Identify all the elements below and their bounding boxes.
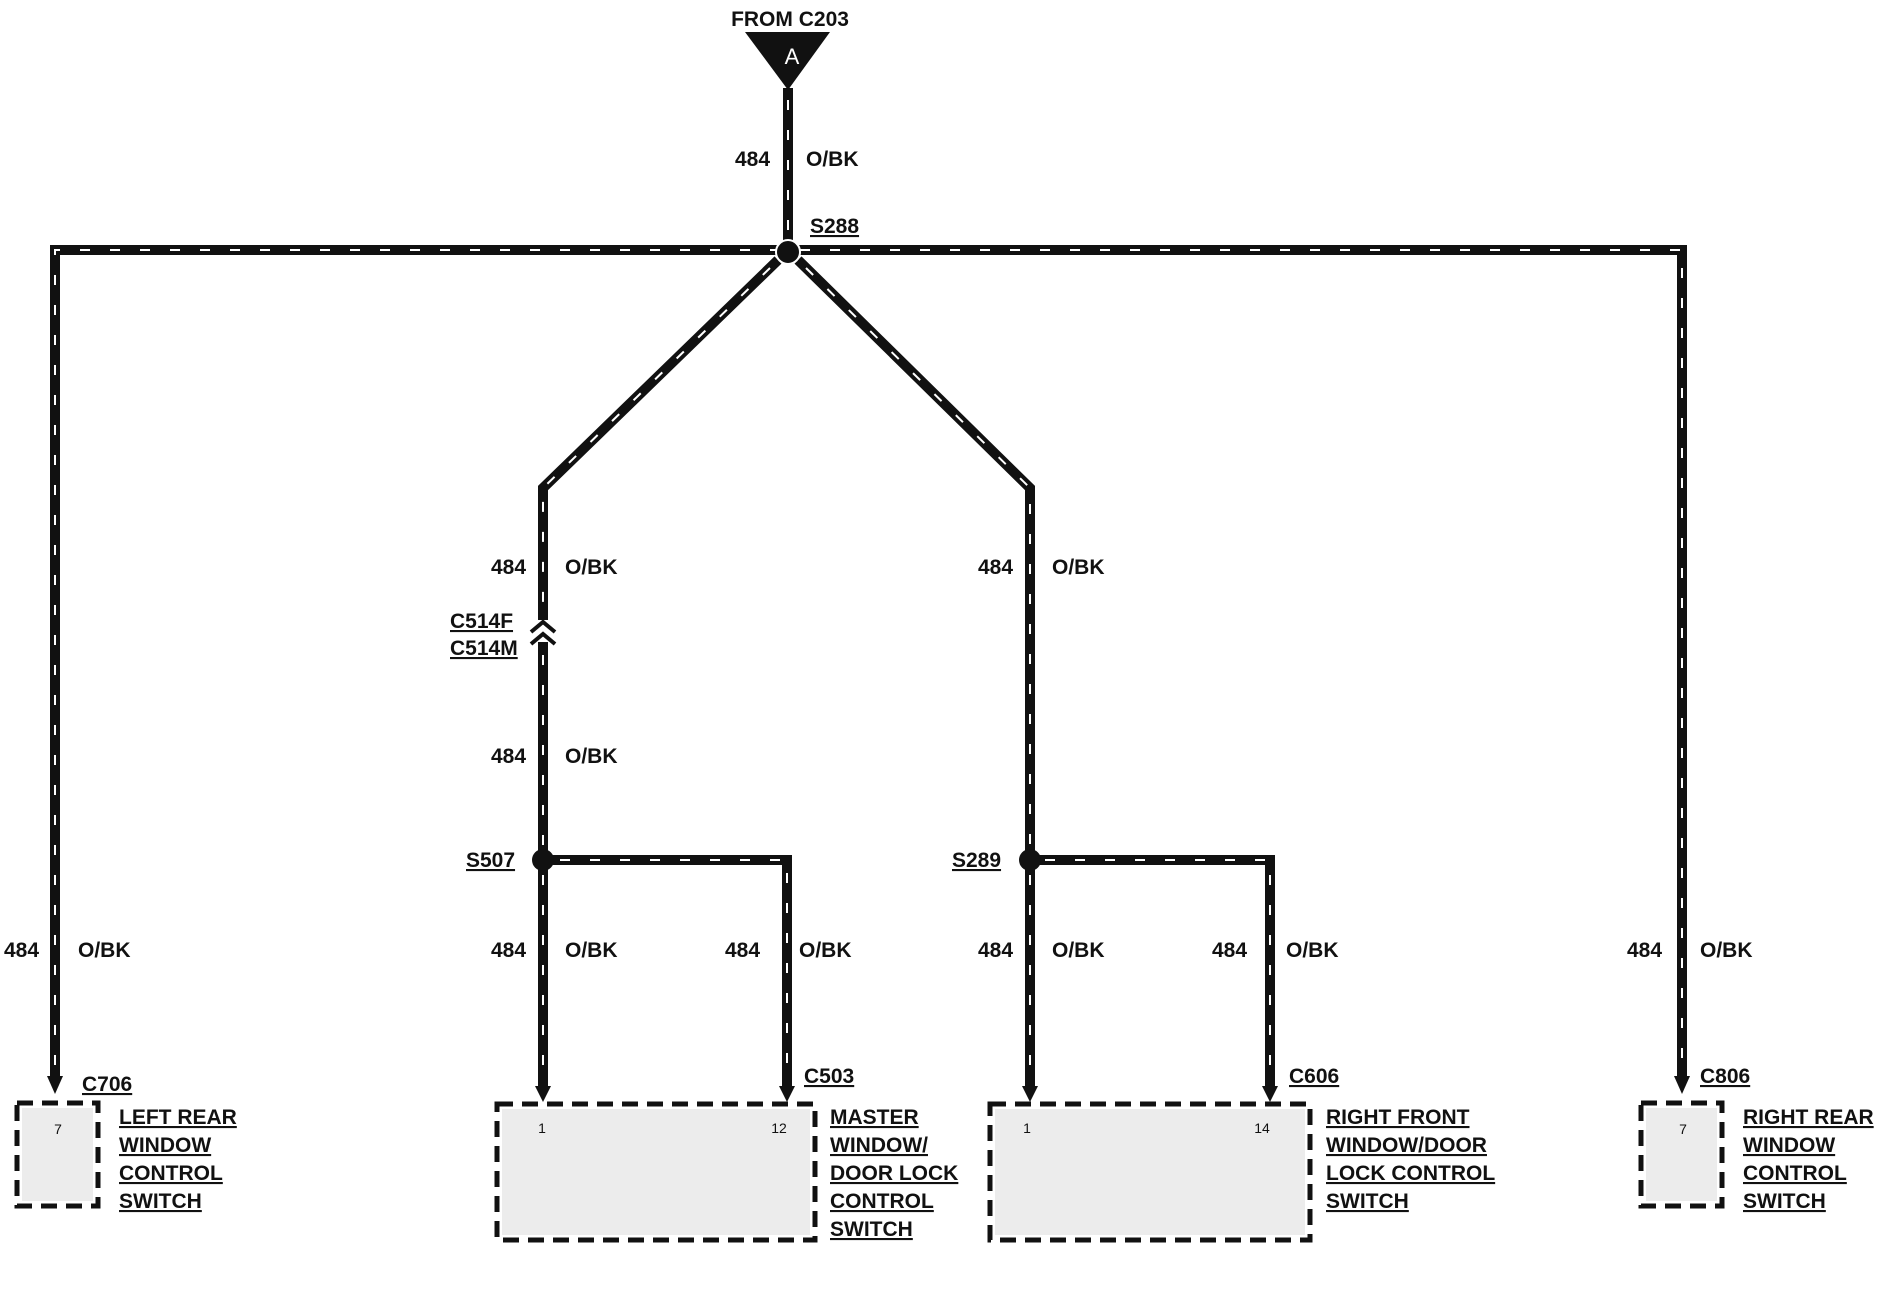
- wire-runs: [50, 88, 1687, 1088]
- splice-s507-label: S507: [466, 849, 515, 872]
- master-switch-label-3: DOOR LOCK: [830, 1162, 958, 1185]
- wire-right-rear: [788, 245, 1687, 1078]
- wire-s289-rf-pin14: [1030, 855, 1275, 1088]
- right-rear-switch-label-3: CONTROL: [1743, 1162, 1847, 1185]
- connector-c503-label: C503: [804, 1065, 854, 1088]
- inline-connector-c514: [529, 619, 557, 646]
- splice-s288-label: S288: [810, 215, 859, 238]
- wire-circuit-label: 484: [978, 556, 1013, 579]
- wire-s507-master-pin12: [543, 855, 792, 1088]
- right-front-switch-label-4: SWITCH: [1326, 1190, 1409, 1213]
- left-rear-switch-label-3: CONTROL: [119, 1162, 223, 1185]
- right-rear-switch-label-2: WINDOW: [1743, 1134, 1835, 1157]
- right-front-switch-label-1: RIGHT FRONT: [1326, 1106, 1470, 1129]
- wire-color-label: O/BK: [806, 148, 859, 171]
- wire-color-label: O/BK: [78, 939, 131, 962]
- wire-circuit-label: 484: [491, 939, 526, 962]
- pin-number: 7: [1679, 1121, 1687, 1137]
- terminal-arrows: [47, 1076, 1690, 1102]
- master-switch-label-1: MASTER: [830, 1106, 919, 1129]
- wire-color-label: O/BK: [799, 939, 852, 962]
- source-marker-letter: A: [785, 44, 800, 69]
- wire-color-label: O/BK: [1052, 556, 1105, 579]
- wire-circuit-label: 484: [1627, 939, 1662, 962]
- right-front-switch-label-2: WINDOW/DOOR: [1326, 1134, 1487, 1157]
- component-right-front-switch: 1 14: [987, 1101, 1313, 1243]
- wire-circuit-label: 484: [491, 745, 526, 768]
- splice-s289-label: S289: [952, 849, 1001, 872]
- wire-circuit-label: 484: [4, 939, 39, 962]
- connector-c806-label: C806: [1700, 1065, 1750, 1088]
- wire-left-rear: [50, 245, 788, 1078]
- pin-number: 12: [771, 1120, 787, 1136]
- wire-color-label: O/BK: [565, 939, 618, 962]
- master-switch-label-2: WINDOW/: [830, 1134, 928, 1157]
- left-rear-switch-label-4: SWITCH: [119, 1190, 202, 1213]
- right-rear-switch-label-4: SWITCH: [1743, 1190, 1826, 1213]
- left-rear-switch-label-2: WINDOW: [119, 1134, 211, 1157]
- connector-c606-label: C606: [1289, 1065, 1339, 1088]
- wire-color-label: O/BK: [565, 745, 618, 768]
- wire-color-label: O/BK: [565, 556, 618, 579]
- component-master-switch: 1 12: [494, 1101, 818, 1243]
- wire-color-label: O/BK: [1700, 939, 1753, 962]
- pin-number: 7: [54, 1121, 62, 1137]
- splice-s289-dot: [1019, 849, 1041, 871]
- right-rear-switch-label-1: RIGHT REAR: [1743, 1106, 1874, 1129]
- left-rear-switch-label-1: LEFT REAR: [119, 1106, 237, 1129]
- wire-circuit-label: 484: [978, 939, 1013, 962]
- right-front-switch-label-3: LOCK CONTROL: [1326, 1162, 1495, 1185]
- wire-color-label: O/BK: [1286, 939, 1339, 962]
- connector-c514f-label: C514F: [450, 610, 513, 633]
- component-left-rear-switch: 7: [14, 1100, 101, 1209]
- pin-number: 1: [1023, 1120, 1031, 1136]
- splice-s288-dot: [775, 239, 801, 265]
- wire-circuit-label: 484: [735, 148, 770, 171]
- wire-circuit-label: 484: [491, 556, 526, 579]
- connector-c514m-label: C514M: [450, 637, 518, 660]
- connector-c706-label: C706: [82, 1073, 132, 1096]
- master-switch-label-4: CONTROL: [830, 1190, 934, 1213]
- wire-circuit-label: 484: [1212, 939, 1247, 962]
- pin-number: 14: [1254, 1120, 1270, 1136]
- splice-s507-dot: [532, 849, 554, 871]
- master-switch-label-5: SWITCH: [830, 1218, 913, 1241]
- wire-labels: 484 O/BK 484 O/BK 484 O/BK 484 O/BK 484 …: [4, 148, 1753, 962]
- source-triangle: [745, 32, 830, 90]
- wire-color-label: O/BK: [1052, 939, 1105, 962]
- component-right-rear-switch: 7: [1638, 1100, 1725, 1209]
- source-label: FROM C203: [731, 8, 849, 31]
- wire-circuit-label: 484: [725, 939, 760, 962]
- pin-number: 1: [538, 1120, 546, 1136]
